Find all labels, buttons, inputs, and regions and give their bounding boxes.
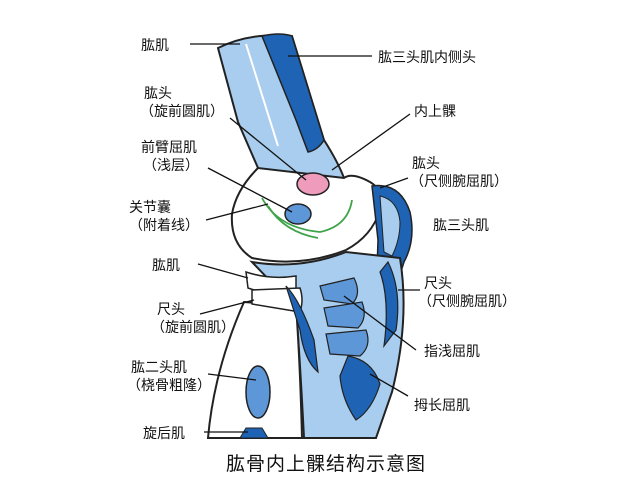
elbow-joint <box>230 166 382 263</box>
label-ulnar-head-fcu-1: 尺头 <box>424 276 452 292</box>
label-ulnar-head-pronator-1: 尺头 <box>157 302 185 318</box>
joint-capsule-line-inner <box>267 205 319 239</box>
leader-lines <box>190 43 420 433</box>
leader-fpl <box>369 373 409 397</box>
label-biceps-1: 肱二头肌 <box>131 360 187 376</box>
label-supinator: 旋后肌 <box>143 426 185 442</box>
label-humeral-head-pronator-1: 肱头 <box>144 86 172 102</box>
label-medial-epicondyle: 内上髁 <box>414 104 456 120</box>
forearm <box>206 250 405 439</box>
label-humeral-head-fcu-2: （尺侧腕屈肌） <box>410 174 508 190</box>
label-triceps: 肱三头肌 <box>433 218 489 234</box>
label-joint-capsule-2: （附着线） <box>129 218 199 234</box>
fds-muscle-3 <box>325 329 369 357</box>
label-brachialis-mid: 肱肌 <box>152 258 180 274</box>
leader-humeral-head-fcu <box>379 177 409 189</box>
triceps-light-band <box>379 195 401 257</box>
label-triceps-medial-head: 肱三头肌内侧头 <box>378 50 476 66</box>
label-humeral-head-pronator-2: （旋前圆肌） <box>140 103 224 120</box>
leader-ulnar-head-pronator <box>199 299 255 315</box>
label-forearm-flexors-1: 前臂屈肌 <box>141 139 197 156</box>
biceps-insertion-muscle <box>245 365 271 419</box>
leader-joint-capsule <box>205 203 269 221</box>
label-brachialis-top: 肱肌 <box>141 38 169 54</box>
label-biceps-2: （桡骨粗隆） <box>127 378 211 394</box>
humerus <box>216 33 346 198</box>
forearm-flexor-muscle <box>284 203 312 225</box>
label-joint-capsule-1: 关节囊 <box>129 199 171 216</box>
leader-biceps <box>207 373 257 381</box>
triceps-medial-head-muscle <box>260 33 325 153</box>
label-ulnar-head-pronator-2: （旋前圆肌） <box>151 319 235 336</box>
labels: 肱肌 肱三头肌内侧头 肱头 （旋前圆肌） 内上髁 前臂屈肌 （浅层） 肱头 （尺… <box>127 38 516 442</box>
leader-fds <box>343 295 417 351</box>
label-fds: 指浅屈肌 <box>424 344 480 360</box>
label-forearm-flexors-2: （浅层） <box>143 158 199 174</box>
leader-brachialis-mid <box>197 263 249 279</box>
diagram-caption: 肱骨内上髁结构示意图 <box>226 453 426 475</box>
supinator-muscle <box>239 427 269 439</box>
label-ulnar-head-fcu-2: （尺侧腕屈肌） <box>418 294 516 310</box>
dark-muscle-left <box>285 285 319 374</box>
fpl-muscle <box>339 355 381 421</box>
dark-muscle-right <box>379 260 399 349</box>
label-humeral-head-fcu-1: 肱头 <box>412 156 440 172</box>
leader-forearm-flexors <box>207 167 293 213</box>
leader-humeral-head-pronator <box>229 117 307 181</box>
leader-medial-epicondyle <box>331 113 411 171</box>
label-fpl: 拇长屈肌 <box>414 398 470 414</box>
fds-muscle-2 <box>323 301 365 329</box>
humerus-inner-line <box>245 43 279 147</box>
